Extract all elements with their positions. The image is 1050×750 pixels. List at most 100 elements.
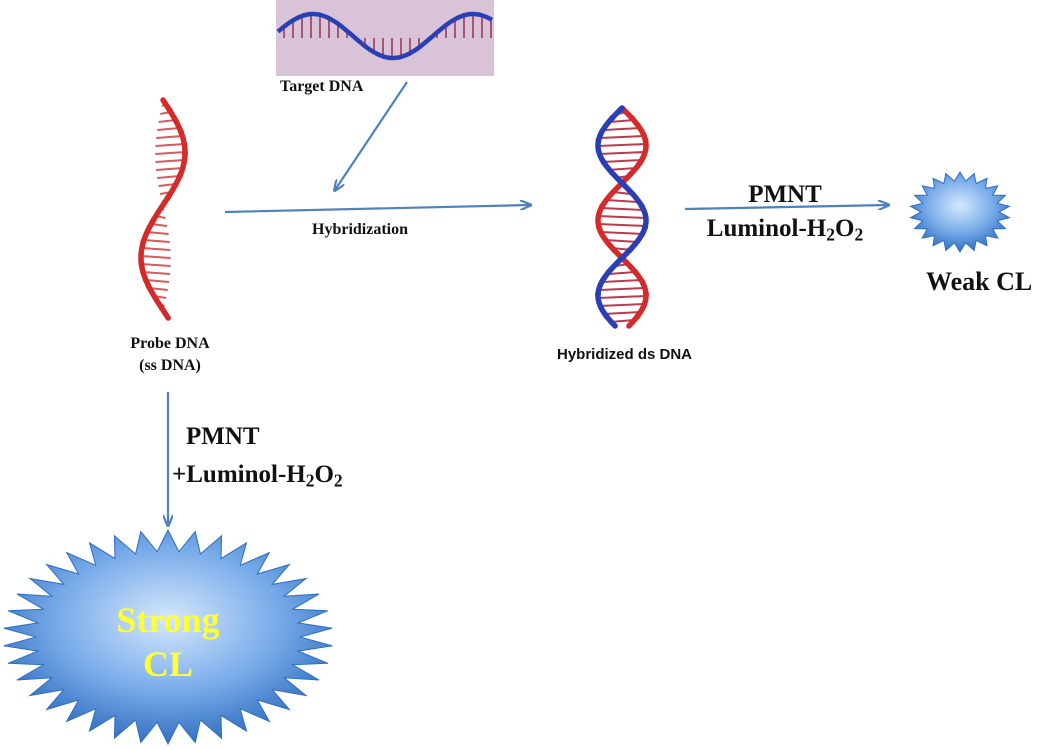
helix-base-pair <box>606 199 638 203</box>
helix-base-pair <box>597 295 647 299</box>
weak-cl-burst <box>909 171 1011 253</box>
hybridized-ds-dna-helix <box>595 105 649 329</box>
helix-nucleotide <box>138 261 145 267</box>
strong-cl-label: Strong CL <box>88 598 248 686</box>
helix-base-pair <box>610 119 634 123</box>
helix-nucleotide <box>620 181 626 187</box>
helix-base-pair <box>598 223 646 227</box>
helix-nucleotide <box>611 247 618 253</box>
helix-base-pair <box>155 159 185 163</box>
luminol-down-o: O <box>314 461 334 488</box>
pmnt-down-title: PMNT <box>186 423 260 450</box>
luminol-right-formula: Luminol-H2O2 <box>680 212 890 246</box>
strong-cl-line2: CL <box>142 644 193 684</box>
helix-base-pair <box>597 143 647 147</box>
pmnt-right-title: PMNT <box>748 181 822 208</box>
helix-strand-probe <box>138 97 188 321</box>
helix-base-pair <box>602 279 642 283</box>
helix-strand-probe <box>595 105 649 329</box>
helix-base-pair <box>142 271 171 275</box>
helix-nucleotide <box>596 225 603 231</box>
strong-cl-line1: Strong <box>116 600 220 640</box>
pmnt-right-arrow <box>684 205 888 209</box>
helix-base-pairs <box>597 111 647 323</box>
hybridization-label: Hybridization <box>312 221 409 238</box>
luminol-right-sub-h: 2 <box>826 224 836 245</box>
pmnt-right-label: PMNT Luminol-H2O2 <box>680 178 890 246</box>
helix-base-pair <box>601 207 643 211</box>
helix-base-pair <box>155 143 185 147</box>
target-dna-bases <box>283 14 492 58</box>
luminol-right-o: O <box>835 215 855 242</box>
helix-nucleotide <box>158 305 165 311</box>
helix-base-pair <box>155 151 186 155</box>
helix-nucleotide <box>642 137 649 143</box>
helix-nucleotide <box>605 269 612 275</box>
helix-base-pair <box>143 239 170 243</box>
helix-nucleotide <box>176 173 183 179</box>
target-dna-panel-bg <box>276 0 494 76</box>
probe-dna-label: Probe DNA (ss DNA) <box>100 333 240 377</box>
pmnt-down-label: PMNT +Luminol-H2O2 <box>172 418 343 494</box>
helix-nucleotide <box>632 269 639 275</box>
probe-dna-helix <box>138 97 188 321</box>
helix-base-pair <box>141 263 171 267</box>
helix-nucleotide <box>166 107 173 113</box>
helix-base-pair <box>598 215 646 219</box>
helix-nucleotide <box>641 225 648 231</box>
helix-nucleotide <box>150 217 157 223</box>
helix-base-pair <box>598 151 646 155</box>
helix-base-pair <box>604 127 640 131</box>
helix-base-pair <box>157 127 180 131</box>
luminol-down-formula: +Luminol-H2O2 <box>172 456 343 494</box>
helix-nucleotide <box>145 283 152 289</box>
helix-nucleotide <box>182 151 188 157</box>
helix-base-pair <box>599 135 645 139</box>
helix-base-pair <box>147 231 169 235</box>
helix-base-pair <box>599 287 645 291</box>
weak-cl-label: Weak CL <box>926 267 1033 296</box>
helix-nucleotide <box>626 247 633 253</box>
helix-base-pair <box>156 167 183 171</box>
hybridization-arrow <box>224 205 530 214</box>
helix-nucleotide <box>178 129 184 135</box>
helix-nucleotide <box>600 159 607 165</box>
helix-base-pair <box>140 255 171 259</box>
helix-nucleotide <box>595 137 602 143</box>
helix-base-pair <box>145 279 170 283</box>
helix-nucleotide <box>599 203 606 209</box>
helix-nucleotide <box>628 115 635 121</box>
helix-base-pair <box>603 311 641 315</box>
helix-nucleotide <box>634 313 641 319</box>
helix-strand-target <box>595 105 649 329</box>
target-to-hybridization-arrow <box>335 81 408 190</box>
helix-nucleotide <box>643 291 649 297</box>
helix-base-pair <box>141 247 171 251</box>
helix-nucleotide <box>609 115 616 121</box>
hybridized-ds-dna-label: Hybridized ds DNA <box>557 346 693 363</box>
helix-nucleotide <box>603 313 610 319</box>
luminol-right-text: Luminol-H <box>706 215 827 242</box>
luminol-right-sub-o: 2 <box>854 224 864 245</box>
helix-nucleotide <box>638 203 645 209</box>
target-dna-label: Target DNA <box>280 78 364 95</box>
helix-base-pair <box>156 135 183 139</box>
helix-nucleotide <box>164 195 171 201</box>
target-dna-panel <box>276 0 494 76</box>
helix-nucleotide <box>637 159 644 165</box>
luminol-down-sub-o: 2 <box>333 470 343 491</box>
luminol-down-text: +Luminol-H <box>172 461 306 488</box>
strong-cl-burst <box>3 528 333 746</box>
helix-nucleotide <box>140 239 147 245</box>
luminol-down-sub-h: 2 <box>305 470 315 491</box>
probe-dna-subtitle: (ss DNA) <box>139 357 201 374</box>
helix-base-pair <box>600 231 644 235</box>
helix-base-pair <box>605 239 639 243</box>
helix-base-pair <box>157 175 180 179</box>
target-dna-strand <box>276 11 494 61</box>
helix-base-pair <box>599 303 645 307</box>
probe-dna-title: Probe DNA <box>130 335 210 352</box>
helix-base-pair <box>608 271 636 275</box>
